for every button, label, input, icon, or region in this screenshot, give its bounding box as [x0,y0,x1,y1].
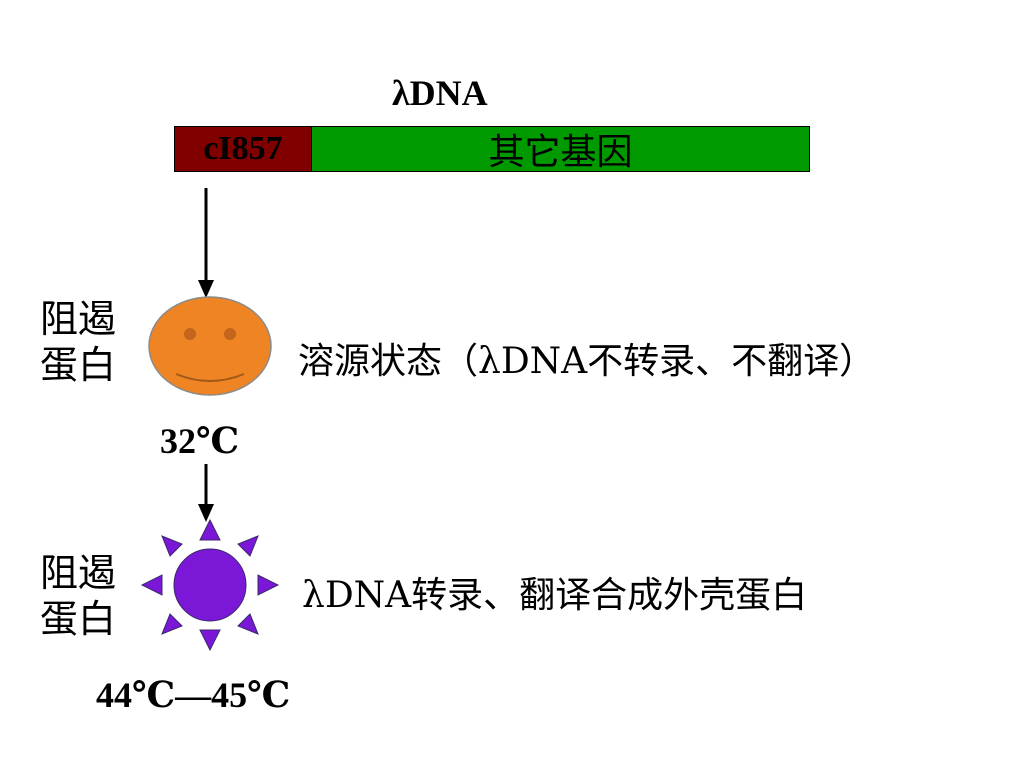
repressor-label-line1: 阻遏 [40,551,117,595]
arrow-gene-to-repressor [198,188,214,298]
lytic-state-text: λDNA转录、翻译合成外壳蛋白 [302,575,808,616]
repressor-label-high: 阻遏 蛋白 [40,550,116,642]
repressor-label-low: 阻遏 蛋白 [40,296,116,388]
repressor-label-line2: 蛋白 [40,343,117,387]
lysogenic-state-text: 溶源状态（λDNA不转录、不翻译） [298,341,876,382]
arrow-low-to-high [198,464,214,522]
gene-ci857-segment: cI857 [175,127,312,171]
temperature-low: 32℃ [160,421,240,461]
temperature-high: 44℃—45℃ [96,675,291,715]
repressor-label-line1: 阻遏 [40,297,117,341]
sun-icon [140,518,280,652]
repressor-label-line2: 蛋白 [40,597,117,641]
gene-other-segment: 其它基因 [312,127,809,173]
smiley-face-icon [148,296,272,396]
diagram-title: λDNA [392,73,488,113]
gene-bar: cI857 其它基因 [174,126,810,173]
